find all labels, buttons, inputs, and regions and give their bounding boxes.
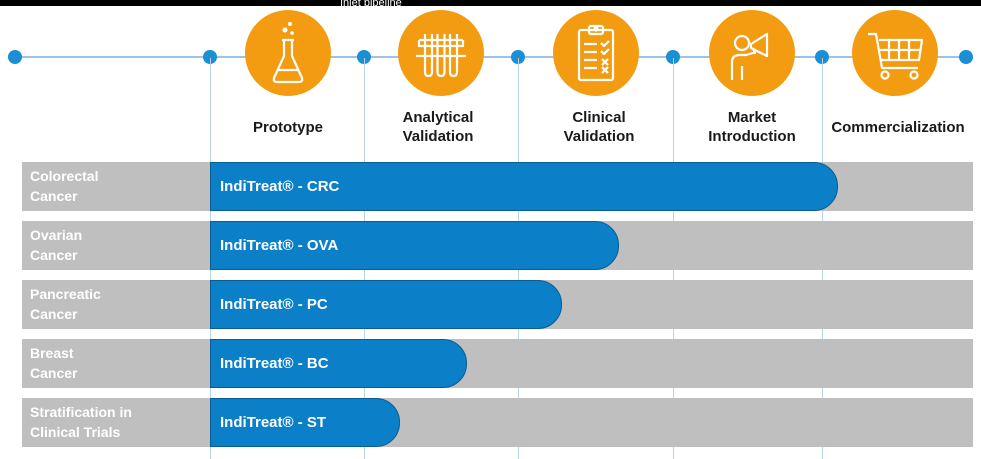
timeline-dot — [959, 50, 973, 64]
progress-bar: IndiTreat® - OVA — [210, 221, 619, 270]
progress-bar: IndiTreat® - CRC — [210, 162, 838, 211]
pipeline-row-colorectal: Colorectal Cancer IndiTreat® - CRC — [22, 162, 973, 211]
pipeline-row-breast: Breast Cancer IndiTreat® - BC — [22, 339, 973, 388]
indication-label: Breast Cancer — [30, 345, 78, 381]
product-label: IndiTreat® - PC — [220, 296, 328, 313]
stage-label-market-introduction: Market Introduction — [708, 109, 796, 145]
test-tubes-icon — [398, 10, 484, 96]
shopping-cart-icon — [852, 10, 938, 96]
pipeline-row-stratification: Stratification in Clinical Trials IndiTr… — [22, 398, 973, 447]
stage-label-commercialization: Commercialization — [831, 119, 965, 136]
progress-bar: IndiTreat® - PC — [210, 280, 562, 329]
pipeline-row-ovarian: Ovarian Cancer IndiTreat® - OVA — [22, 221, 973, 270]
indication-label: Ovarian Cancer — [30, 227, 83, 263]
pipeline-row-pancreatic: Pancreatic Cancer IndiTreat® - PC — [22, 280, 973, 329]
progress-bar: IndiTreat® - BC — [210, 339, 467, 388]
timeline-dot — [8, 50, 22, 64]
stage-label-prototype: Prototype — [252, 119, 323, 136]
product-label: IndiTreat® - ST — [220, 414, 327, 431]
timeline-dot — [511, 50, 525, 64]
timeline-line — [15, 56, 969, 58]
timeline-dot — [815, 50, 829, 64]
header-fragment: Inlet pipeline — [340, 0, 402, 6]
progress-bar: IndiTreat® - ST — [210, 398, 400, 447]
product-label: IndiTreat® - BC — [220, 355, 329, 372]
indication-label: Colorectal Cancer — [30, 168, 99, 204]
megaphone-person-icon — [709, 10, 795, 96]
timeline-dot — [357, 50, 371, 64]
indication-label: Stratification in Clinical Trials — [30, 404, 132, 440]
stage-label-analytical-validation: Analytical Validation — [402, 109, 474, 145]
top-bar: Inlet pipeline — [0, 0, 981, 6]
product-label: IndiTreat® - OVA — [220, 237, 339, 254]
timeline-dot — [203, 50, 217, 64]
product-label: IndiTreat® - CRC — [220, 178, 340, 195]
indication-label: Pancreatic Cancer — [30, 286, 101, 322]
timeline-dot — [666, 50, 680, 64]
stage-label-clinical-validation: Clinical Validation — [563, 109, 635, 145]
flask-icon — [245, 10, 331, 96]
clipboard-checklist-icon — [553, 10, 639, 96]
